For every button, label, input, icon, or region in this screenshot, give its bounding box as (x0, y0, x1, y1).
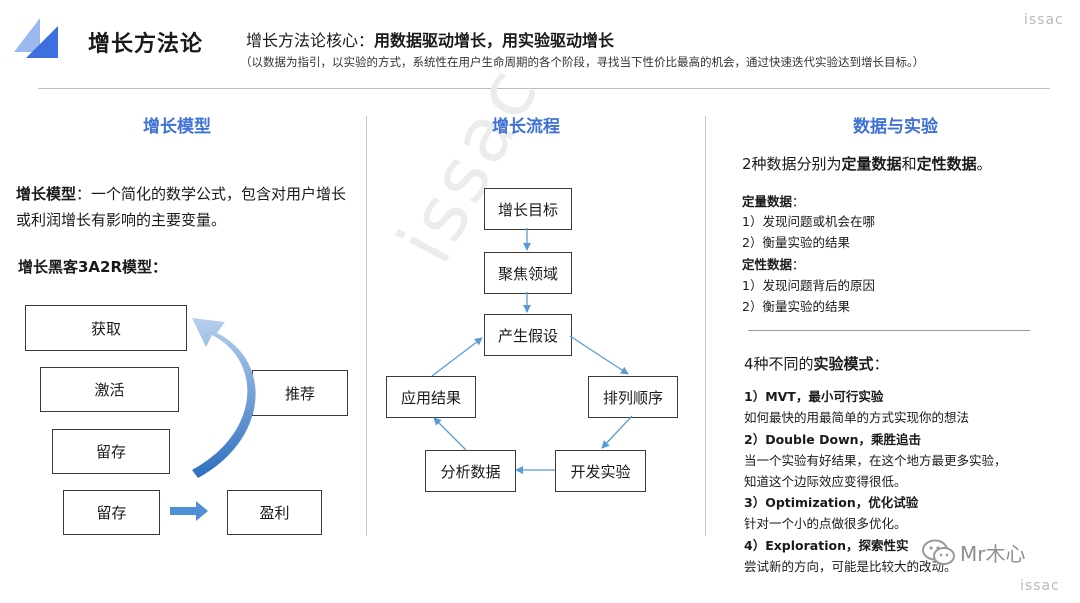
box-activation: 激活 (40, 367, 179, 412)
column-divider-1 (366, 116, 367, 536)
curved-arrow (192, 318, 256, 478)
qualitative-item-1: 1）发现问题背后的原因 (742, 278, 875, 293)
node-develop-experiment: 开发实验 (555, 450, 646, 492)
aarrr-model-subtitle: 增长黑客3A2R模型： (18, 258, 168, 276)
mode-3-title: 3）Optimization，优化试验 (744, 495, 919, 510)
node-focus-area: 聚焦领域 (484, 252, 572, 294)
node-hypothesis: 产生假设 (484, 314, 572, 356)
node-apply-results: 应用结果 (386, 376, 476, 418)
column-divider-2 (705, 116, 706, 536)
arrow-hypothesis-to-prioritize (569, 335, 629, 375)
growth-model-description: 增长模型：一个简化的数学公式，包含对用户增长或利润增长有影响的主要变量。 (16, 185, 347, 229)
watermark-top: issac (1024, 12, 1064, 28)
page-title: 增长方法论 (88, 32, 204, 57)
header-divider (38, 88, 1050, 89)
data-types-intro: 2种数据分别为定量数据和定性数据。 (742, 155, 992, 173)
arrow-analyze-to-apply (433, 417, 467, 451)
qualitative-label: 定性数据： (742, 257, 805, 272)
node-growth-goal: 增长目标 (484, 188, 572, 230)
mode-2-title: 2）Double Down，乘胜追击 (744, 432, 922, 447)
mode-4-desc: 尝试新的方向，可能是比较大的改动。 (744, 559, 957, 574)
experiment-modes-heading: 4种不同的实验模式： (744, 355, 889, 373)
mode-2-desc-line1: 当一个实验有好结果，在这个地方最更多实验， (744, 453, 1007, 468)
box-referral: 推荐 (252, 370, 348, 416)
core-subtitle: （以数据为指引，以实验的方式，系统性在用户生命周期的各个阶段，寻找当下性价比最高… (240, 55, 925, 69)
logo-icon (14, 18, 58, 58)
quantitative-item-2: 2）衡量实验的结果 (742, 235, 850, 250)
wechat-watermark: Mr木心 (922, 538, 1025, 567)
mode-3-desc: 针对一个小的点做很多优化。 (744, 516, 907, 531)
growth-process-title: 增长流程 (492, 117, 560, 137)
right-divider (748, 330, 1030, 331)
mode-2-desc-line2: 知道这个边际效应变得很低。 (744, 474, 907, 489)
wechat-icon (922, 539, 955, 565)
box-revenue: 盈利 (227, 490, 322, 535)
arrow-apply-to-hypothesis (431, 337, 483, 377)
node-prioritize: 排列顺序 (588, 376, 678, 418)
core-statement: 增长方法论核心：用数据驱动增长，用实验驱动增长 (246, 31, 615, 50)
arrow-prioritize-to-develop (601, 415, 633, 449)
node-analyze-data: 分析数据 (425, 450, 516, 492)
mode-1-title: 1）MVT，最小可行实验 (744, 389, 884, 404)
mode-4-title: 4）Exploration，探索性实 (744, 538, 909, 553)
right-arrow-icon (170, 501, 208, 521)
quantitative-label: 定量数据： (742, 194, 805, 209)
data-experiment-title: 数据与实验 (853, 117, 938, 137)
quantitative-item-1: 1）发现问题或机会在哪 (742, 214, 875, 229)
growth-model-title: 增长模型 (143, 117, 211, 137)
box-retention-2: 留存 (63, 490, 160, 535)
mode-1-desc: 如何最快的用最简单的方式实现你的想法 (744, 410, 970, 425)
box-retention-1: 留存 (52, 429, 170, 474)
watermark-bottom: issac (1020, 578, 1060, 594)
box-acquisition: 获取 (25, 305, 187, 351)
qualitative-item-2: 2）衡量实验的结果 (742, 299, 850, 314)
